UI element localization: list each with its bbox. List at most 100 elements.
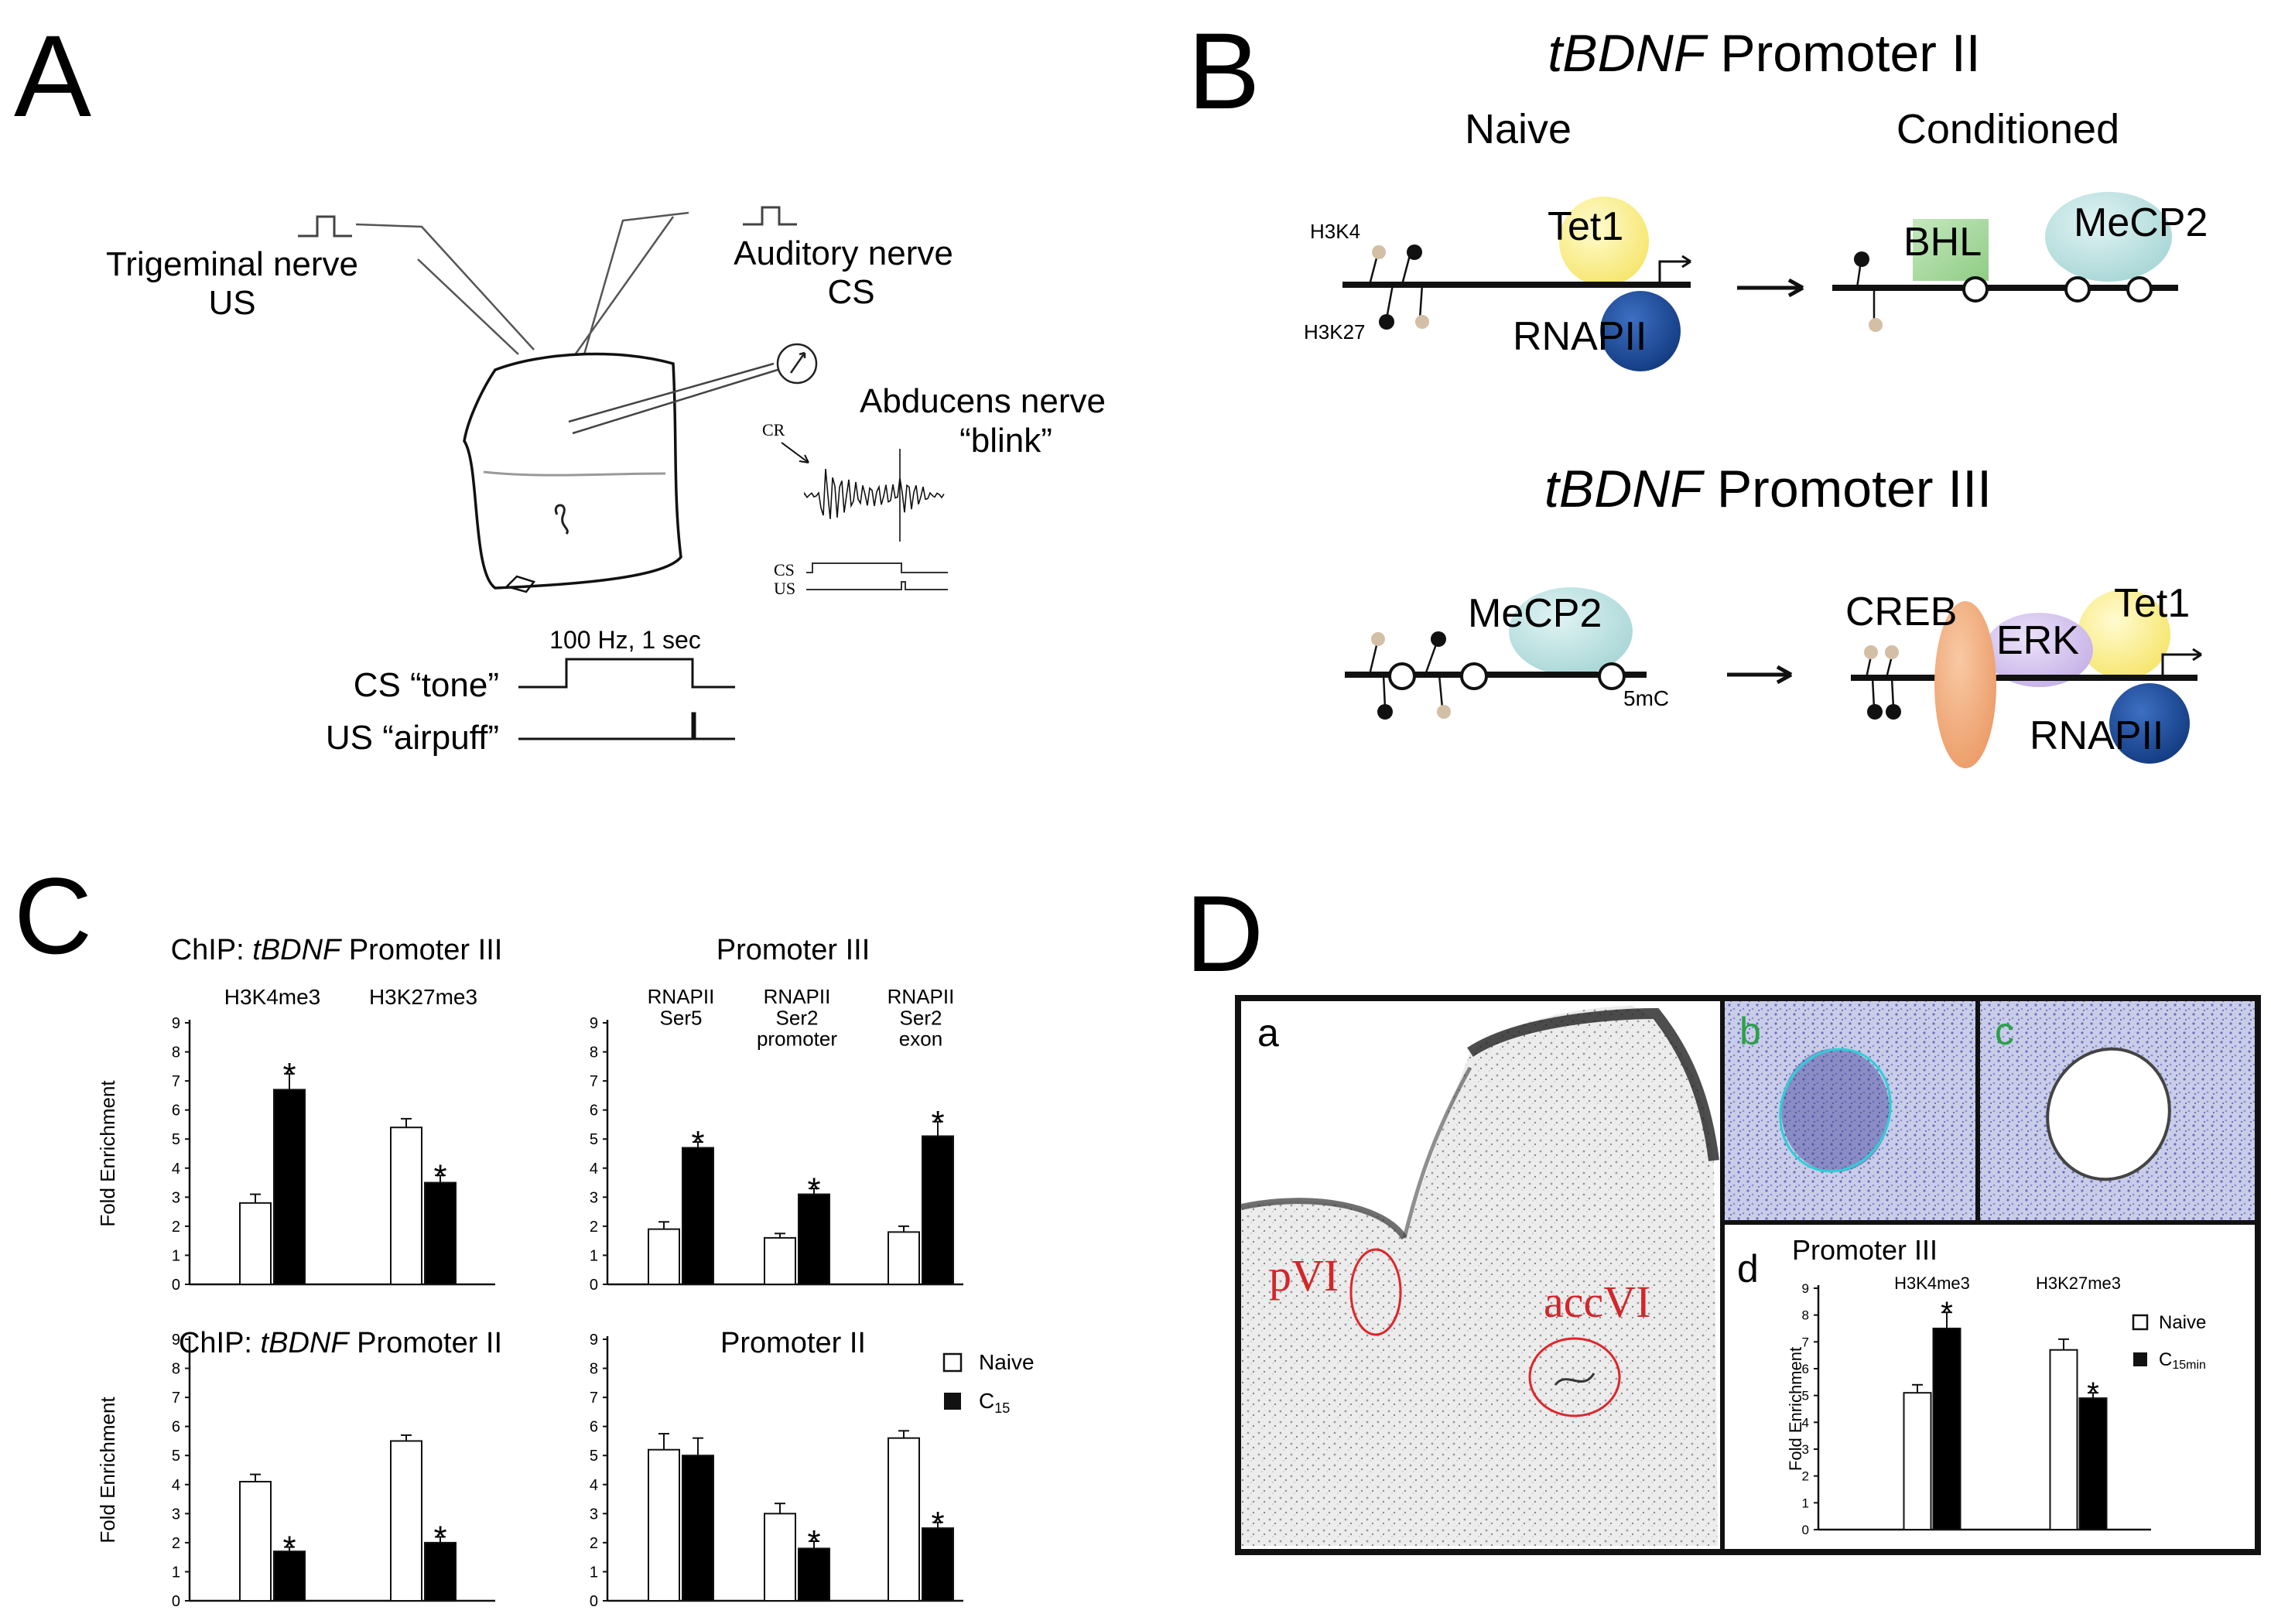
auditory-pulse-icon (743, 206, 797, 226)
blink-label: “blink” (959, 422, 1052, 460)
significance-star: * (433, 1157, 446, 1195)
bar-naive (764, 1236, 796, 1286)
accvi-outline (1528, 1337, 1621, 1417)
bar-naive (390, 1127, 422, 1285)
promoter-iii-title: tBDNF Promoter III (1544, 460, 1992, 518)
bar-conditioned (1932, 1328, 1961, 1530)
y-tick-label: 1 (172, 1564, 180, 1581)
y-tick-label: 7 (172, 1390, 180, 1407)
y-tick-label: 6 (590, 1419, 598, 1436)
y-tick-label: 7 (590, 1073, 598, 1090)
freq-label: 100 Hz, 1 sec (549, 626, 701, 654)
bar-conditioned (2078, 1397, 2108, 1530)
y-tick-label: 1 (172, 1247, 180, 1264)
stimulus-electrodes (355, 211, 689, 357)
bar-naive (764, 1513, 796, 1602)
y-tick-label: 9 (172, 1332, 180, 1349)
category-label: RNAPII (764, 985, 831, 1008)
category-label: H3K27me3 (2036, 1274, 2121, 1293)
naive-heading: Naive (1465, 106, 1572, 152)
brainstem-drawing (463, 352, 682, 590)
legend-c15-swatch (944, 1393, 961, 1410)
legend-naive-label: Naive (979, 1350, 1035, 1374)
y-tick-label: 8 (590, 1361, 598, 1378)
h3k27-label: H3K27 (1304, 320, 1366, 344)
sub-d-label: d (1737, 1247, 1759, 1291)
y-tick-label: 0 (590, 1593, 598, 1610)
mecp2-b-label: MeCP2 (1468, 591, 1602, 636)
y-tick-label: 6 (172, 1419, 180, 1436)
cr-label: CR (762, 420, 785, 439)
y-tick-label: 4 (590, 1161, 598, 1178)
bar-conditioned (798, 1193, 830, 1285)
chart-title: Promoter III (1792, 1234, 1938, 1266)
pvi-label: pVI (1269, 1250, 1339, 1301)
promoter-ii-title: tBDNF Promoter II (1548, 24, 1980, 83)
y-tick-label: 1 (1802, 1496, 1809, 1510)
category-label: RNAPII (648, 985, 715, 1008)
y-tick-label: 2 (590, 1535, 598, 1552)
y-tick-label: 6 (590, 1103, 598, 1120)
panel-c-letter: C (14, 855, 92, 976)
category-label: Ser2 (900, 1006, 942, 1029)
panel-a-letter: A (14, 11, 91, 141)
legend-d-c15-swatch (2133, 1352, 2147, 1366)
y-tick-label: 2 (1802, 1469, 1809, 1484)
sub-b-label: b (1739, 1010, 1761, 1053)
category-label: RNAPII (888, 985, 955, 1008)
fivemc-label: 5mC (1623, 686, 1669, 710)
significance-star: * (2087, 1376, 2099, 1410)
bar-naive (888, 1231, 920, 1286)
y-tick-label: 9 (590, 1332, 598, 1349)
significance-star: * (282, 1056, 296, 1094)
y-tick-label: 9 (1802, 1281, 1809, 1296)
bar-naive (888, 1437, 920, 1602)
category-label: H3K4me3 (224, 985, 321, 1009)
h3k4-label: H3K4 (1310, 220, 1360, 243)
y-tick-label: 4 (1802, 1415, 1809, 1430)
y-tick-label: 5 (590, 1448, 598, 1465)
bar-naive (239, 1202, 272, 1286)
cs-label: CS (827, 273, 874, 311)
transition-arrow-ii (1737, 278, 1804, 298)
rnapii-b-label: RNAPII (2030, 713, 2163, 758)
bhl-label: BHL (1903, 220, 1982, 265)
y-tick-label: 5 (1802, 1389, 1809, 1403)
y-tick-label: 9 (590, 1015, 598, 1032)
cs-tone-label: CS “tone” (354, 666, 499, 704)
y-tick-label: 5 (590, 1131, 598, 1148)
panel-d: D a pVI accVI b c (1185, 873, 2261, 1555)
naive-promoter-ii: Tet1 RNAPII H3K4 H3K27 (1304, 197, 1691, 371)
micrograph-b: b (1725, 1001, 1975, 1220)
chart-title: ChIP: tBDNF Promoter III (171, 934, 503, 966)
y-tick-label: 7 (172, 1073, 180, 1090)
significance-star: * (1941, 1296, 1953, 1330)
significance-star: * (931, 1104, 944, 1142)
cs-small-label: CS (774, 560, 795, 580)
bar-naive (648, 1228, 680, 1285)
y-tick-label: 1 (590, 1564, 598, 1581)
y-tick-label: 0 (1802, 1523, 1809, 1537)
category-label: H3K4me3 (1894, 1274, 1970, 1293)
y-tick-label: 6 (1802, 1362, 1809, 1376)
micrograph-c: c (1980, 1001, 2255, 1220)
y-tick-label: 0 (172, 1593, 180, 1610)
y-tick-label: 7 (590, 1390, 598, 1407)
chart-title: Promoter III (717, 934, 870, 966)
y-tick-label: 7 (1802, 1335, 1809, 1349)
y-tick-label: 5 (172, 1131, 180, 1148)
bar-conditioned (273, 1089, 306, 1286)
y-tick-label: 8 (172, 1361, 180, 1378)
trigeminal-pulse-icon (298, 215, 352, 238)
conditioned-heading: Conditioned (1896, 106, 2119, 152)
category-label: promoter (757, 1027, 837, 1051)
y-axis-label: Fold Enrichment (96, 1080, 119, 1227)
y-axis-label: Fold Enrichment (96, 1397, 119, 1544)
abducens-label: Abducens nerve (860, 382, 1106, 420)
y-tick-label: 5 (172, 1448, 180, 1465)
y-tick-label: 6 (172, 1103, 180, 1120)
